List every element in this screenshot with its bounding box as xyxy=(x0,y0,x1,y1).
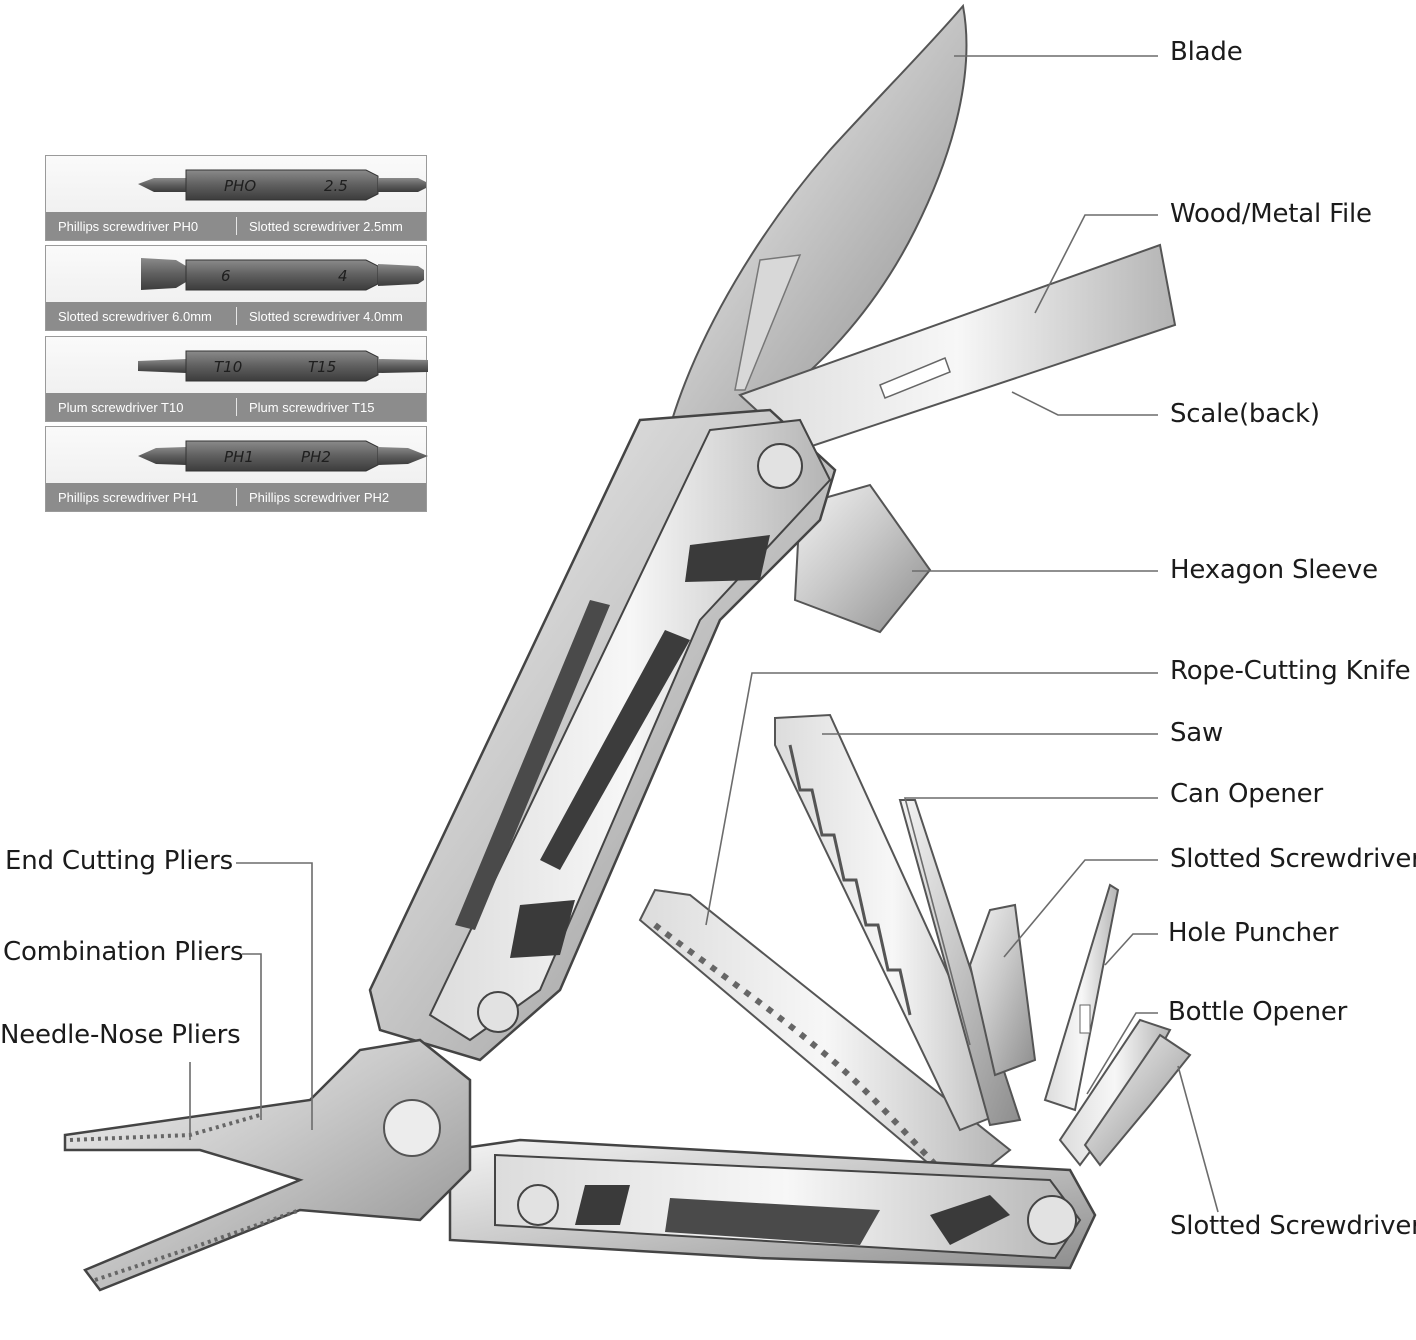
bit-caption-right: Plum screwdriver T15 xyxy=(249,400,375,415)
label-hexagon-sleeve: Hexagon Sleeve xyxy=(1170,555,1378,585)
bit-mark-left: PHO xyxy=(224,177,256,195)
bit-mark-left: T10 xyxy=(214,358,242,376)
label-end-cutting-pliers: End Cutting Pliers xyxy=(5,846,233,876)
hole-puncher-part xyxy=(1043,883,1120,1112)
bit-card-t10-t15: T10 T15 Plum screwdriver T10 Plum screwd… xyxy=(45,336,428,422)
bit-mark-right: 4 xyxy=(338,267,348,285)
label-blade: Blade xyxy=(1170,37,1243,67)
bit-mark-right: 2.5 xyxy=(324,177,348,195)
label-saw: Saw xyxy=(1170,718,1224,748)
bit-mark-right: PH2 xyxy=(301,448,331,466)
label-slotted-screwdriver-back: Slotted Screwdriver xyxy=(1170,1211,1416,1241)
label-bottle-opener: Bottle Opener xyxy=(1168,997,1348,1027)
upper-handle-part xyxy=(368,408,837,1062)
bit-t10-t15-icon: T10 T15 xyxy=(138,350,428,382)
back-slotted-screwdriver-part xyxy=(1083,1033,1192,1167)
label-hole-puncher: Hole Puncher xyxy=(1168,918,1339,948)
leader-lines xyxy=(189,55,1219,1213)
bit-caption-left: Slotted screwdriver 6.0mm xyxy=(58,309,212,324)
bit-card-ph1-ph2: PH1 PH2 Phillips screwdriver PH1 Phillip… xyxy=(45,426,428,512)
bit-card-slotted60-slotted40: 6 4 Slotted screwdriver 6.0mm Slotted sc… xyxy=(45,245,427,331)
bit-caption-right: Slotted screwdriver 2.5mm xyxy=(249,219,403,234)
blade-part xyxy=(670,3,968,421)
hexagon-sleeve-part xyxy=(793,483,932,634)
bit-mark-right: T15 xyxy=(308,358,336,376)
bit-ph0-slotted25-icon: PHO 2.5 xyxy=(138,169,426,201)
bit-caption-left: Phillips screwdriver PH1 xyxy=(58,490,199,505)
label-scale-back: Scale(back) xyxy=(1170,399,1320,429)
bit-slotted60-slotted40-icon: 6 4 xyxy=(141,258,424,291)
bit-card-ph0-slotted25: PHO 2.5 Phillips screwdriver PH0 Slotted… xyxy=(45,155,427,241)
bit-mark-left: PH1 xyxy=(224,448,254,466)
pliers-part xyxy=(63,1038,472,1292)
bit-mark-left: 6 xyxy=(221,267,231,285)
bit-caption-right: Slotted screwdriver 4.0mm xyxy=(249,309,403,324)
bit-caption-right: Phillips screwdriver PH2 xyxy=(249,490,390,505)
label-slotted-screwdriver: Slotted Screwdriver xyxy=(1170,844,1416,874)
label-needle-nose-pliers: Needle-Nose Pliers xyxy=(0,1020,241,1050)
bit-caption-left: Phillips screwdriver PH0 xyxy=(58,219,199,234)
label-combination-pliers: Combination Pliers xyxy=(3,937,244,967)
lower-handle-part xyxy=(448,1138,1097,1270)
bit-caption-left: Plum screwdriver T10 xyxy=(58,400,184,415)
label-can-opener: Can Opener xyxy=(1170,779,1323,809)
bit-ph1-ph2-icon: PH1 PH2 xyxy=(138,440,428,472)
label-wood-metal-file: Wood/Metal File xyxy=(1170,199,1372,229)
slotted-screwdriver-part xyxy=(968,903,1037,1077)
label-rope-cutting-knife: Rope-Cutting Knife xyxy=(1170,656,1411,686)
saw-part xyxy=(774,713,1012,1132)
